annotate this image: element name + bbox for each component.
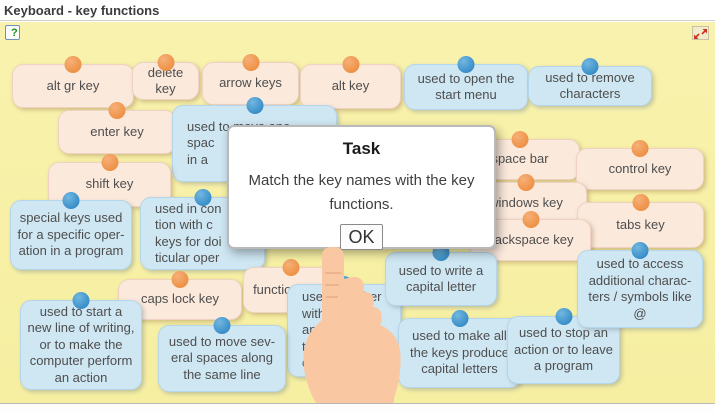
card-label: shift key [85, 176, 134, 192]
dialog-title: Task [342, 139, 381, 158]
matching-game-board: ? alt gr key delete key arrow keys alt key u… [0, 22, 715, 403]
orange-connector-dot [511, 131, 529, 148]
expand-arrows-glyph [694, 29, 707, 39]
card-label: used to make all the keys produce capita… [409, 328, 509, 377]
blue-connector-dot [213, 317, 231, 334]
orange-connector-dot [171, 271, 189, 288]
key-function-card[interactable]: used to make all the keys produce capita… [398, 310, 521, 388]
card-label: used to start a new line of writing, or … [27, 303, 135, 385]
orange-connector-dot [631, 140, 649, 157]
orange-connector-dot [242, 54, 259, 71]
blue-connector-dot [631, 242, 649, 259]
card-label: used to move sev- eral spaces along the … [168, 333, 276, 382]
card-label: control key [608, 160, 672, 176]
question-mark-glyph: ? [11, 27, 18, 39]
blue-connector-dot [451, 310, 468, 327]
card-label: alt gr key [46, 77, 100, 93]
fullscreen-icon[interactable] [692, 26, 709, 40]
key-function-card[interactable]: used to move sev- eral spaces along the … [158, 317, 286, 392]
orange-connector-dot [517, 174, 535, 191]
card-label: windows key [489, 194, 563, 210]
card-label: used to write a capital letter [398, 262, 484, 295]
key-name-card[interactable]: tabs key [577, 194, 704, 248]
page-title: Keyboard - key functions [4, 3, 160, 18]
blue-connector-dot [246, 97, 263, 114]
blue-connector-dot [555, 308, 572, 325]
key-name-card[interactable]: alt gr key [12, 56, 134, 108]
key-function-card[interactable]: used to open the start menu [404, 56, 528, 110]
dialog-message: Match the key names with the key functio… [248, 172, 475, 213]
card-label: used together with ano that doe [302, 289, 382, 371]
card-label: backspace key [487, 231, 574, 247]
orange-connector-dot [101, 154, 118, 171]
key-name-card[interactable]: control key [576, 140, 704, 190]
key-name-card[interactable]: delete key [132, 54, 199, 100]
blue-connector-dot [335, 276, 353, 293]
window-title-bar: Keyboard - key functions [0, 0, 715, 21]
orange-connector-dot [282, 259, 300, 276]
key-function-card[interactable]: used to start a new line of writing, or … [20, 292, 142, 390]
card-label: used to open the start menu [417, 70, 515, 103]
key-function-card[interactable]: used together with ano that doe [287, 276, 401, 377]
blue-connector-dot [72, 292, 90, 309]
key-function-card[interactable]: used to remove characters [528, 58, 652, 106]
ok-button[interactable]: OK [340, 224, 383, 250]
key-function-card[interactable]: used to write a capital letter [385, 244, 497, 306]
blue-connector-dot [194, 189, 211, 206]
card-label: arrow keys [219, 75, 282, 91]
card-label: used to remove characters [545, 69, 635, 102]
help-icon[interactable]: ? [5, 25, 20, 40]
card-label: special keys used for a specific oper- a… [17, 210, 125, 259]
key-function-card[interactable]: special keys used for a specific oper- a… [10, 192, 132, 270]
orange-connector-dot [157, 54, 174, 71]
blue-connector-dot [581, 58, 599, 75]
card-label: used to stop an action or to leave a pro… [514, 325, 614, 374]
orange-connector-dot [522, 211, 539, 228]
orange-connector-dot [632, 194, 649, 211]
card-label: tabs key [616, 216, 665, 232]
card-label: enter key [90, 123, 144, 139]
task-dialog: Task Match the key names with the key fu… [227, 125, 496, 250]
blue-connector-dot [457, 56, 475, 73]
orange-connector-dot [64, 56, 82, 73]
orange-connector-dot [342, 56, 359, 73]
key-function-card[interactable]: used to stop an action or to leave a pro… [507, 308, 620, 384]
key-name-card[interactable]: enter key [58, 102, 176, 154]
card-label: used to access additional charac- ters /… [588, 256, 692, 321]
key-function-card[interactable]: used to access additional charac- ters /… [577, 242, 703, 328]
card-label: caps lock key [140, 291, 220, 307]
card-label: delete key [147, 64, 184, 97]
orange-connector-dot [108, 102, 126, 119]
bottom-strip [0, 403, 715, 411]
key-name-card[interactable]: alt key [300, 56, 401, 109]
card-label: space bar [491, 151, 549, 167]
card-label: alt key [331, 78, 370, 94]
blue-connector-dot [62, 192, 80, 209]
card-label: used in con tion with c keys for doi tic… [155, 200, 222, 266]
